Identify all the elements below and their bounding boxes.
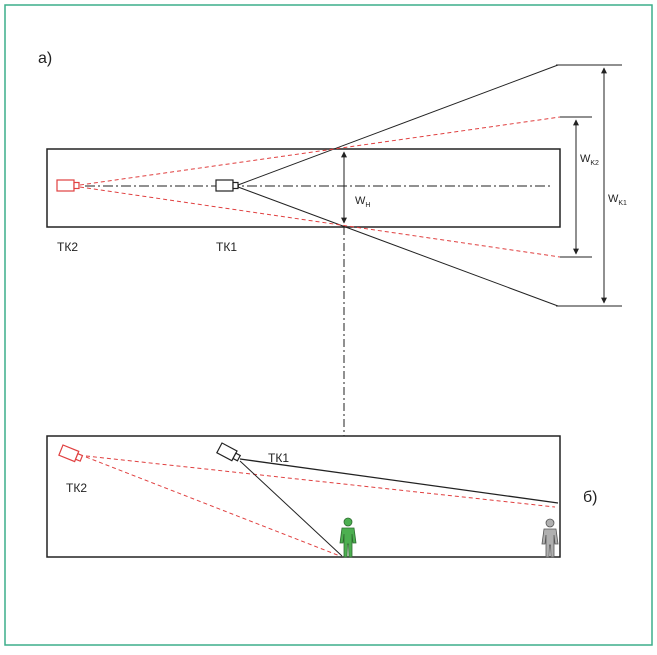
corridor-side-view: [46, 435, 561, 558]
label-tk2-a: ТК2: [57, 240, 78, 254]
tk2-cone-upper: [79, 116, 561, 186]
person-green-icon: [339, 517, 357, 558]
camera-tk1-icon: [215, 179, 239, 192]
tk2-side-cone-upper: [85, 455, 556, 508]
tk1-cone-upper: [237, 64, 559, 186]
tk2-side-cone-lower: [85, 456, 341, 557]
panel-b-label: б): [583, 489, 598, 506]
tk2-cone-lower: [79, 186, 561, 258]
outer-border: [4, 4, 653, 646]
label-wh: WH: [355, 195, 370, 209]
camera-tk2-side-icon: [58, 444, 84, 463]
camera-tk1-side-icon: [216, 442, 242, 462]
tk1-side-cone-upper: [239, 458, 559, 504]
person-gray-icon: [541, 518, 559, 558]
label-wk2: WK2: [580, 153, 599, 167]
label-tk1-b: ТК1: [268, 451, 289, 465]
tk1-cone-lower: [237, 186, 559, 307]
label-wk1: WK1: [608, 193, 627, 207]
tk1-side-cone-lower: [239, 460, 343, 557]
label-tk2-b: ТК2: [66, 481, 87, 495]
label-tk1-a: ТК1: [216, 240, 237, 254]
panel-a-label: а): [38, 50, 52, 67]
corridor-top-view: [46, 148, 561, 228]
camera-tk2-icon: [56, 179, 80, 192]
